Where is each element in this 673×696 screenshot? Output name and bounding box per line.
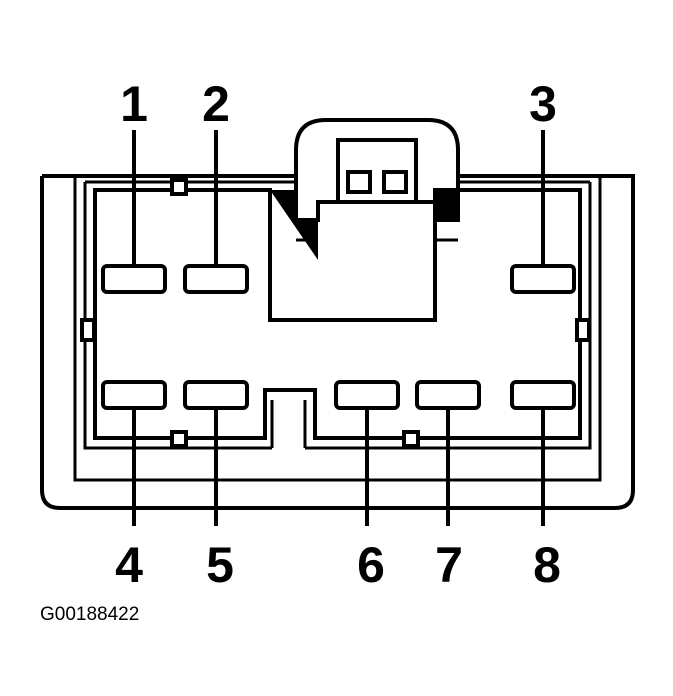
pin-labels: 1 2 3 4 5 6 7 8	[115, 76, 561, 593]
pin-slot-3	[510, 264, 576, 294]
figure-id: G00188422	[40, 604, 139, 625]
pin-slot-7	[415, 380, 481, 410]
pin-label-1: 1	[120, 76, 148, 132]
pin-label-5: 5	[206, 537, 234, 593]
pin-slot-2	[183, 264, 249, 294]
locking-tab	[270, 118, 460, 260]
pin-label-3: 3	[529, 76, 557, 132]
pin-slots	[101, 264, 576, 410]
pin-label-2: 2	[202, 76, 230, 132]
pin-slot-5	[183, 380, 249, 410]
pin-slot-8	[510, 380, 576, 410]
connector-housing	[40, 174, 635, 510]
pin-slot-6	[334, 380, 400, 410]
leader-lines	[132, 130, 545, 526]
pin-label-6: 6	[357, 537, 385, 593]
pin-label-8: 8	[533, 537, 561, 593]
pin-label-7: 7	[435, 537, 463, 593]
pin-slot-4	[101, 380, 167, 410]
pin-label-4: 4	[115, 537, 143, 593]
pin-slot-1	[101, 264, 167, 294]
